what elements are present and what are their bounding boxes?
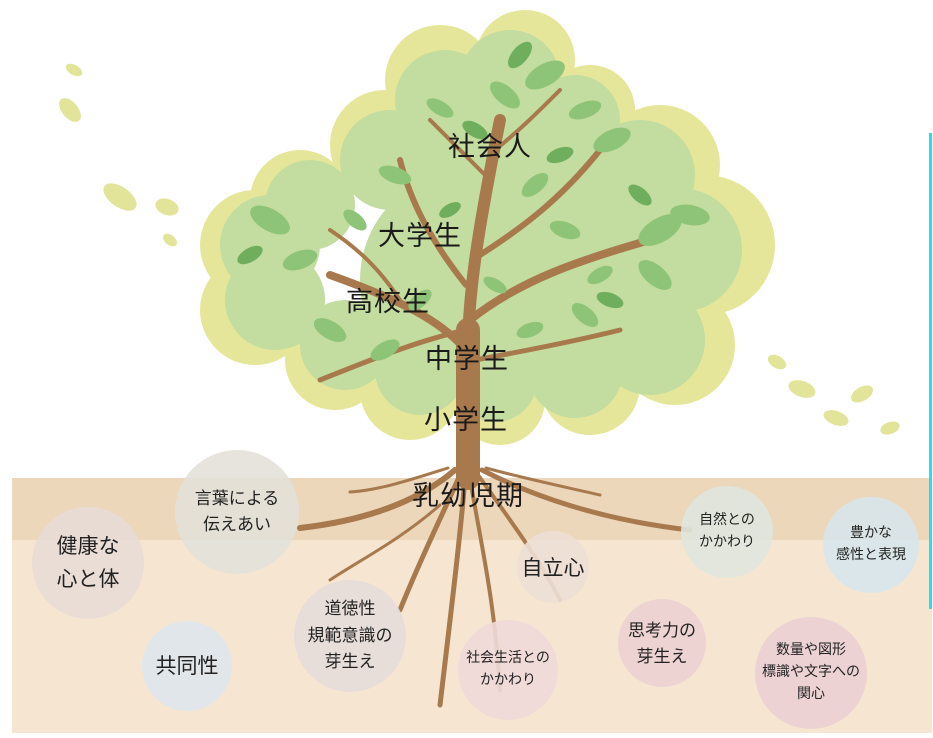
bubble-circle [517,531,589,603]
root-morality-label: 道徳性 規範意識の 芽生え [307,599,393,673]
leaves [250,60,710,361]
bubble-circle [755,617,867,729]
stage-label-university: 大学生 [378,221,462,252]
stage-label-early-childhood: 乳幼児期 [412,481,524,512]
root-expression-label: 豊かな 感性と表現 [836,525,906,563]
leaves-dark [237,41,652,309]
root-numbers-letters: 数量や図形 標識や文字への 関心 [750,622,872,724]
root-cooperation: 共同性 [142,621,232,711]
trunk-branches [317,88,654,490]
bubble-circle [618,599,706,687]
bubble-circle [458,620,558,720]
root-morality: 道徳性 規範意識の 芽生え [294,580,406,692]
stage-label-high-school: 高校生 [346,287,430,318]
root-language-label: 言葉による 伝えあい [194,488,280,535]
accent-divider [929,133,932,609]
bubble-circle [175,450,299,574]
root-independence: 自立心 [510,540,596,596]
bubble-circle [32,507,144,619]
root-language: 言葉による 伝えあい [175,450,299,574]
root-thinking-label: 思考力の 芽生え [628,620,696,667]
root-expression: 豊かな 感性と表現 [818,505,924,585]
stage-label-middle-school: 中学生 [425,344,509,375]
root-cooperation-label: 共同性 [155,653,219,678]
root-nature-label: 自然との かかわり [699,512,755,550]
root-independence-label: 自立心 [521,555,585,580]
bubble-circle [823,497,919,593]
bubble-circle [142,621,232,711]
root-society-label: 社会生活との かかわり [466,650,550,688]
root-society: 社会生活との かかわり [448,620,568,720]
root-numbers-letters-label: 数量や図形 標識や文字への 関心 [762,642,860,702]
root-nature: 自然との かかわり [676,490,778,574]
stage-label-elementary: 小学生 [424,405,508,436]
root-health: 健康な 心と体 [32,507,144,619]
bubble-circle [681,486,773,578]
root-health-label: 健康な 心と体 [56,534,120,591]
root-thinking: 思考力の 芽生え [612,600,712,688]
falling-leaves [59,63,900,435]
root-bubbles [32,450,919,729]
stage-label-adult: 社会人 [448,132,532,163]
bubble-circle [294,580,406,692]
